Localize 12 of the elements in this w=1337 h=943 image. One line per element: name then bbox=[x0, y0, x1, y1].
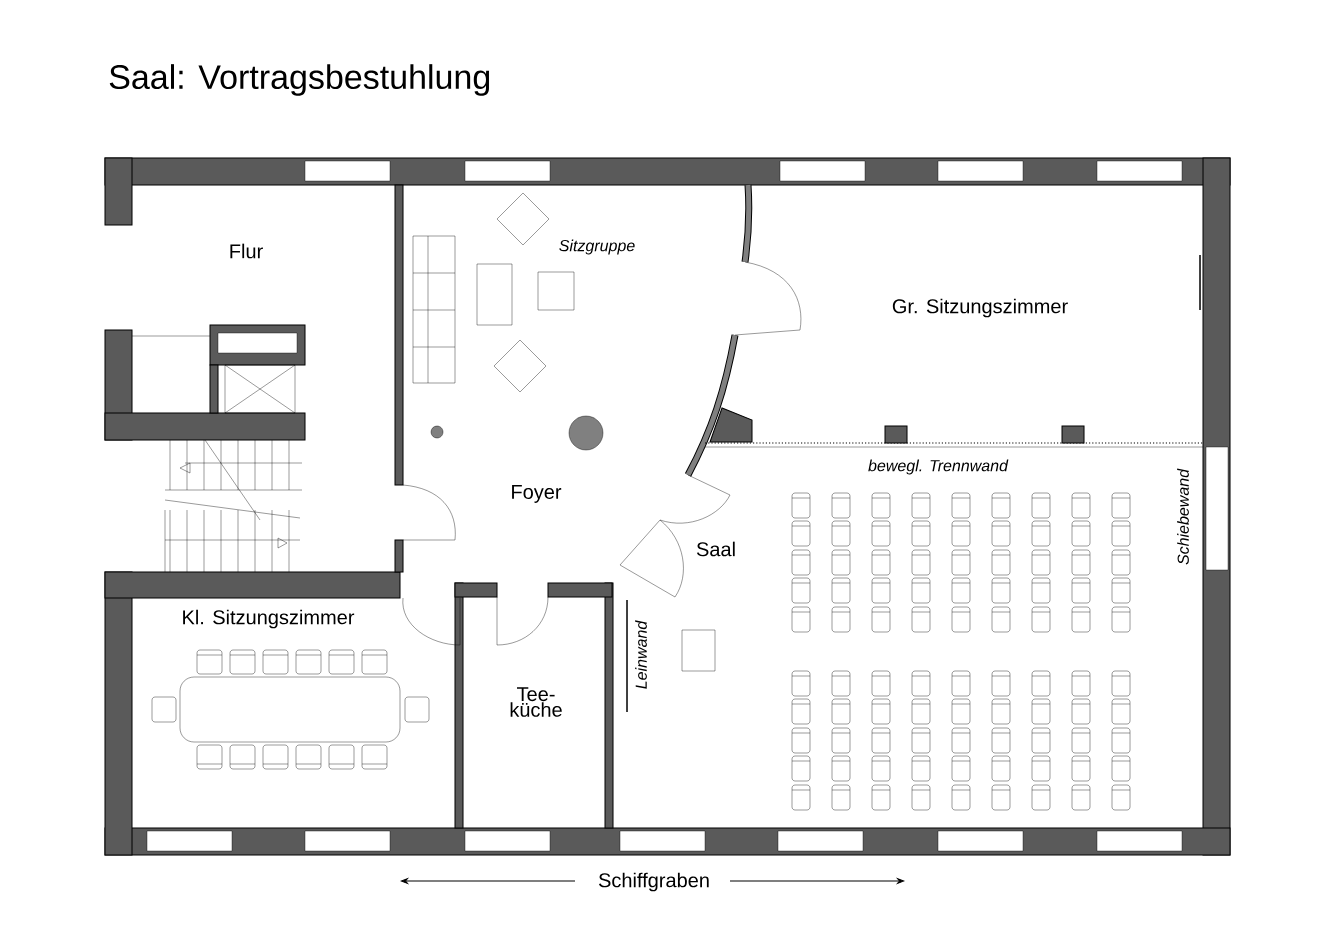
street-label: Schiffgraben bbox=[598, 872, 709, 892]
wall-label: bewegl. Trennwand bbox=[868, 459, 1009, 475]
room-label: Tee- küche bbox=[510, 687, 562, 717]
room-label: Gr. Sitzungszimmer bbox=[892, 298, 1068, 318]
room-label: Saal bbox=[696, 541, 735, 557]
screen-label: Leinwand bbox=[635, 620, 647, 689]
room-label: Kl. Sitzungszimmer bbox=[183, 609, 355, 629]
area-label: Sitzgruppe bbox=[559, 239, 635, 255]
wall-label: Schiebewand bbox=[1177, 468, 1189, 565]
room-label: Flur bbox=[230, 243, 263, 259]
room-label: Foyer bbox=[512, 485, 562, 503]
title: Saal: Vortragsbestuhlung bbox=[109, 64, 490, 96]
